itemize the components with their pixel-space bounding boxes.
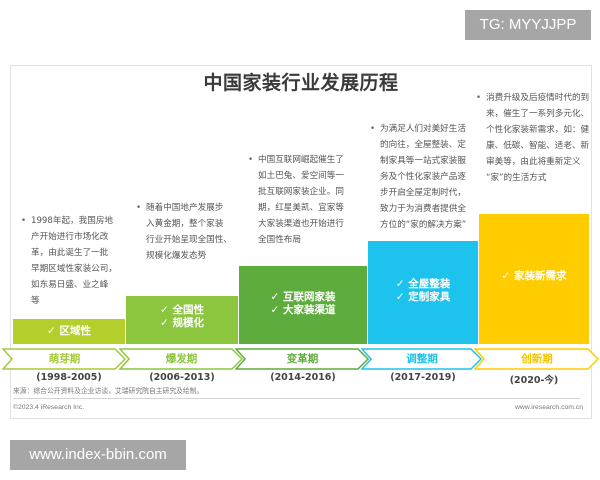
desc-line: 大家装渠道也开始进行 bbox=[258, 219, 344, 229]
url-watermark: www.index-bbin.com bbox=[10, 440, 186, 470]
feature-label: ✓ 定制家具 bbox=[395, 291, 451, 303]
desc-line: 务及个性化家装产品逐 bbox=[380, 172, 466, 182]
stage-5-block: ✓ 家装新需求 bbox=[479, 214, 589, 344]
phase-chevron-4: 调整期 bbox=[361, 348, 483, 370]
phase-5-years: (2020-今) bbox=[509, 375, 559, 386]
feature-label: ✓ 全国性 bbox=[160, 304, 204, 316]
desc-line: 制家具等一站式家装服 bbox=[380, 156, 466, 166]
desc-line: 早期区域性家装公司， bbox=[31, 264, 117, 274]
phase-chevron-1: 萌芽期 bbox=[2, 348, 127, 370]
desc-line: 规模化爆发态势 bbox=[146, 251, 207, 261]
feature-label: ✓ 规模化 bbox=[160, 317, 204, 329]
phase-chevron-3: 变革期 bbox=[235, 348, 370, 370]
chevron-arrow-icon bbox=[2, 348, 127, 370]
desc-line: 产开始进行市场化改 bbox=[31, 232, 109, 242]
copyright: ©2023.4 iResearch Inc. bbox=[13, 404, 85, 411]
feature-label: ✓ 家装新需求 bbox=[501, 270, 567, 282]
desc-line: 为满足人们对美好生活 bbox=[380, 124, 466, 134]
desc-line: 全国性布局 bbox=[258, 235, 301, 245]
stage-4-description: • 为满足人们对美好生活 的向往，全屋整装、定 制家具等一站式家装服 务及个性化… bbox=[366, 121, 484, 233]
desc-line: 的向往，全屋整装、定 bbox=[380, 140, 466, 150]
feature-label: ✓ 大家装渠道 bbox=[270, 304, 336, 316]
desc-line: 康、低碳、智能、适老、新 bbox=[486, 141, 590, 151]
phase-label: 创新期 bbox=[521, 353, 553, 365]
desc-line: 致力于为消费者提供全 bbox=[380, 204, 466, 214]
desc-line: 消费升级及后疫情时代的到 bbox=[486, 93, 590, 103]
desc-line: 步开启全屋定制时代， bbox=[380, 188, 466, 198]
phase-label: 爆发期 bbox=[165, 353, 198, 365]
phase-4-years: (2017-2019) bbox=[390, 372, 456, 383]
desc-line: 中国互联网崛起催生了 bbox=[258, 155, 344, 165]
chevron-arrow-icon bbox=[235, 348, 370, 370]
desc-line: 如东易日盛、业之峰 bbox=[31, 280, 109, 290]
desc-line: 批互联网家装企业。同 bbox=[258, 187, 344, 197]
stage-3-description: • 中国互联网崛起催生了 如土巴兔、爱空间等一 批互联网家装企业。同 期，红星美… bbox=[244, 152, 364, 248]
desc-line: 革，由此诞生了一批 bbox=[31, 248, 109, 258]
stage-3-block: ✓ 互联网家装 ✓ 大家装渠道 bbox=[239, 266, 367, 344]
bullet-icon: • bbox=[21, 216, 27, 226]
desc-line: 期，红星美凯、宜家等 bbox=[258, 203, 344, 213]
feature-label: ✓ 互联网家装 bbox=[270, 291, 336, 303]
desc-line: 来，催生了一系列多元化、 bbox=[486, 109, 590, 119]
desc-line: 1998年起，我国房地 bbox=[31, 216, 114, 226]
desc-line: 随着中国地产发展步 bbox=[146, 203, 224, 213]
phase-label: 萌芽期 bbox=[48, 353, 81, 365]
page-title: 中国家装行业发展历程 bbox=[203, 72, 399, 94]
stage-4-block: ✓ 全屋整装 ✓ 定制家具 bbox=[368, 241, 478, 344]
infographic-card: 中国家装行业发展历程 • 1998年起，我国房地 产开始进行市场化改 革，由此诞… bbox=[2, 65, 600, 419]
bullet-icon: • bbox=[248, 155, 254, 165]
stage-1-block: ✓ 区域性 bbox=[13, 319, 125, 344]
desc-line: 审美等，由此将重新定义 bbox=[486, 157, 581, 167]
phase-label: 调整期 bbox=[406, 353, 438, 365]
chevron-arrow-icon bbox=[361, 348, 483, 370]
desc-line: 入黄金期，整个家装 bbox=[146, 219, 224, 229]
bullet-icon: • bbox=[136, 203, 142, 213]
source-note: 来源：综合公开资料及企业访谈，艾瑞研究院自主研究及绘制。 bbox=[13, 387, 204, 395]
chevron-arrow-icon bbox=[474, 348, 600, 370]
stage-1-description: • 1998年起，我国房地 产开始进行市场化改 革，由此诞生了一批 早期区域性家… bbox=[17, 213, 127, 309]
desc-line: 等 bbox=[31, 296, 40, 306]
stage-2-description: • 随着中国地产发展步 入黄金期，整个家装 行业开始呈现全国性、 规模化爆发态势 bbox=[132, 200, 244, 264]
feature-label: ✓ 区域性 bbox=[47, 325, 91, 337]
desc-line: 行业开始呈现全国性、 bbox=[146, 235, 232, 245]
desc-line: 方位的“家的解决方案” bbox=[380, 220, 467, 230]
phase-label: 变革期 bbox=[286, 353, 319, 365]
tg-watermark: TG: MYYJJPP bbox=[465, 10, 591, 40]
chevron-arrow-icon bbox=[119, 348, 244, 370]
feature-label: ✓ 全屋整装 bbox=[395, 278, 451, 290]
phase-chevron-2: 爆发期 bbox=[119, 348, 244, 370]
desc-line: “家”的生活方式 bbox=[486, 173, 547, 183]
phase-1-years: (1998-2005) bbox=[36, 372, 102, 383]
phase-3-years: (2014-2016) bbox=[270, 372, 336, 383]
phase-2-years: (2006-2013) bbox=[149, 372, 215, 383]
stage-2-block: ✓ 全国性 ✓ 规模化 bbox=[126, 296, 238, 344]
stage-5-description: • 消费升级及后疫情时代的到 来，催生了一系列多元化、 个性化家装新需求，如：健… bbox=[472, 90, 596, 186]
phase-chevron-5: 创新期 bbox=[474, 348, 600, 370]
bullet-icon: • bbox=[476, 93, 482, 103]
desc-line: 如土巴兔、爱空间等一 bbox=[258, 171, 344, 181]
website-link[interactable]: www.iresearch.com.cn bbox=[515, 404, 583, 411]
desc-line: 个性化家装新需求，如：健 bbox=[486, 125, 590, 135]
footer-divider bbox=[13, 398, 580, 399]
bullet-icon: • bbox=[370, 124, 376, 134]
